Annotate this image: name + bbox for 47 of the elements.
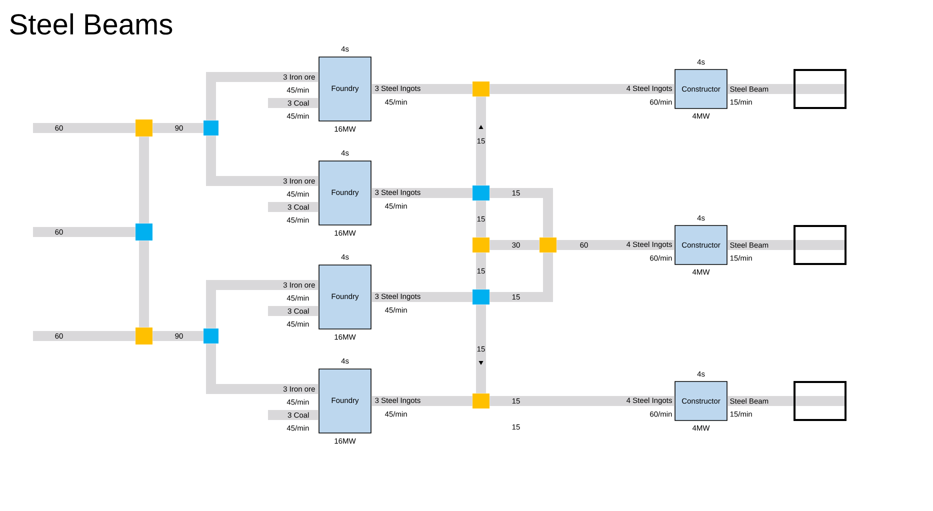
- conveyor-belt: [371, 396, 472, 406]
- merger-square: [472, 394, 490, 408]
- conveyor-belt: [490, 240, 540, 250]
- output-box: [794, 225, 847, 265]
- conveyor-belt: [490, 84, 675, 94]
- conveyor-belt: [33, 331, 136, 341]
- merger-square: [472, 82, 490, 96]
- conveyor-belt: [490, 396, 675, 406]
- splitter-square: [472, 290, 490, 304]
- conveyor-belt: [371, 292, 472, 302]
- splitter-square: [204, 328, 218, 344]
- conveyor-belt: [268, 202, 319, 212]
- splitter-square: [204, 120, 218, 136]
- output-box: [794, 69, 847, 109]
- conveyor-belt: [152, 331, 204, 341]
- conveyor-belt: [476, 304, 486, 394]
- conveyor-belt: [556, 240, 675, 250]
- conveyor-belt: [268, 410, 319, 420]
- conveyor-belt: [490, 252, 553, 302]
- conveyor-belt: [476, 252, 486, 290]
- title: Steel Beams: [10, 13, 172, 35]
- conveyor-belt: [139, 136, 149, 224]
- conveyor-belt: [139, 240, 149, 328]
- splitter-square: [136, 224, 152, 240]
- conveyor-belt: [476, 200, 486, 238]
- conveyor-belt: [371, 188, 472, 198]
- merger-square: [540, 238, 556, 252]
- conveyor-belt: [727, 240, 794, 250]
- conveyor-belt: [268, 306, 319, 316]
- conveyor-belt: [727, 84, 794, 94]
- conveyor-belt: [152, 123, 204, 133]
- conveyor-belt: [206, 136, 319, 186]
- conveyor-belt: [371, 84, 472, 94]
- merger-square: [472, 238, 490, 252]
- merger-square: [136, 120, 152, 136]
- conveyor-belt: [727, 396, 794, 406]
- conveyor-belt: [33, 227, 136, 237]
- conveyor-belt: [268, 98, 319, 108]
- merger-square: [136, 328, 152, 344]
- conveyor-belt: [490, 188, 553, 238]
- conveyor-belt: [206, 344, 319, 394]
- conveyor-belt: [206, 72, 319, 120]
- conveyor-belt: [33, 123, 136, 133]
- output-box: [794, 381, 847, 421]
- splitter-square: [472, 186, 490, 200]
- conveyor-belt: [206, 280, 319, 328]
- conveyor-belt: [476, 96, 486, 186]
